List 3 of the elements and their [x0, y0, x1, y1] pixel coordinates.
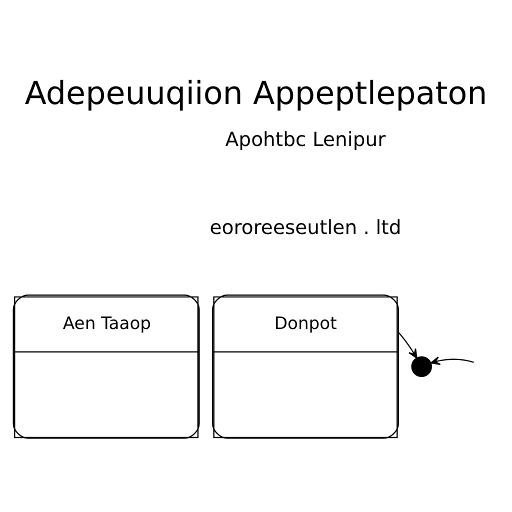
label: Apohtbc Lenipur: [225, 128, 386, 151]
label: eororeeseutlen . ltd: [210, 216, 402, 239]
diagram-title: Adepeuuqiion Appeptlepaton: [24, 76, 488, 112]
